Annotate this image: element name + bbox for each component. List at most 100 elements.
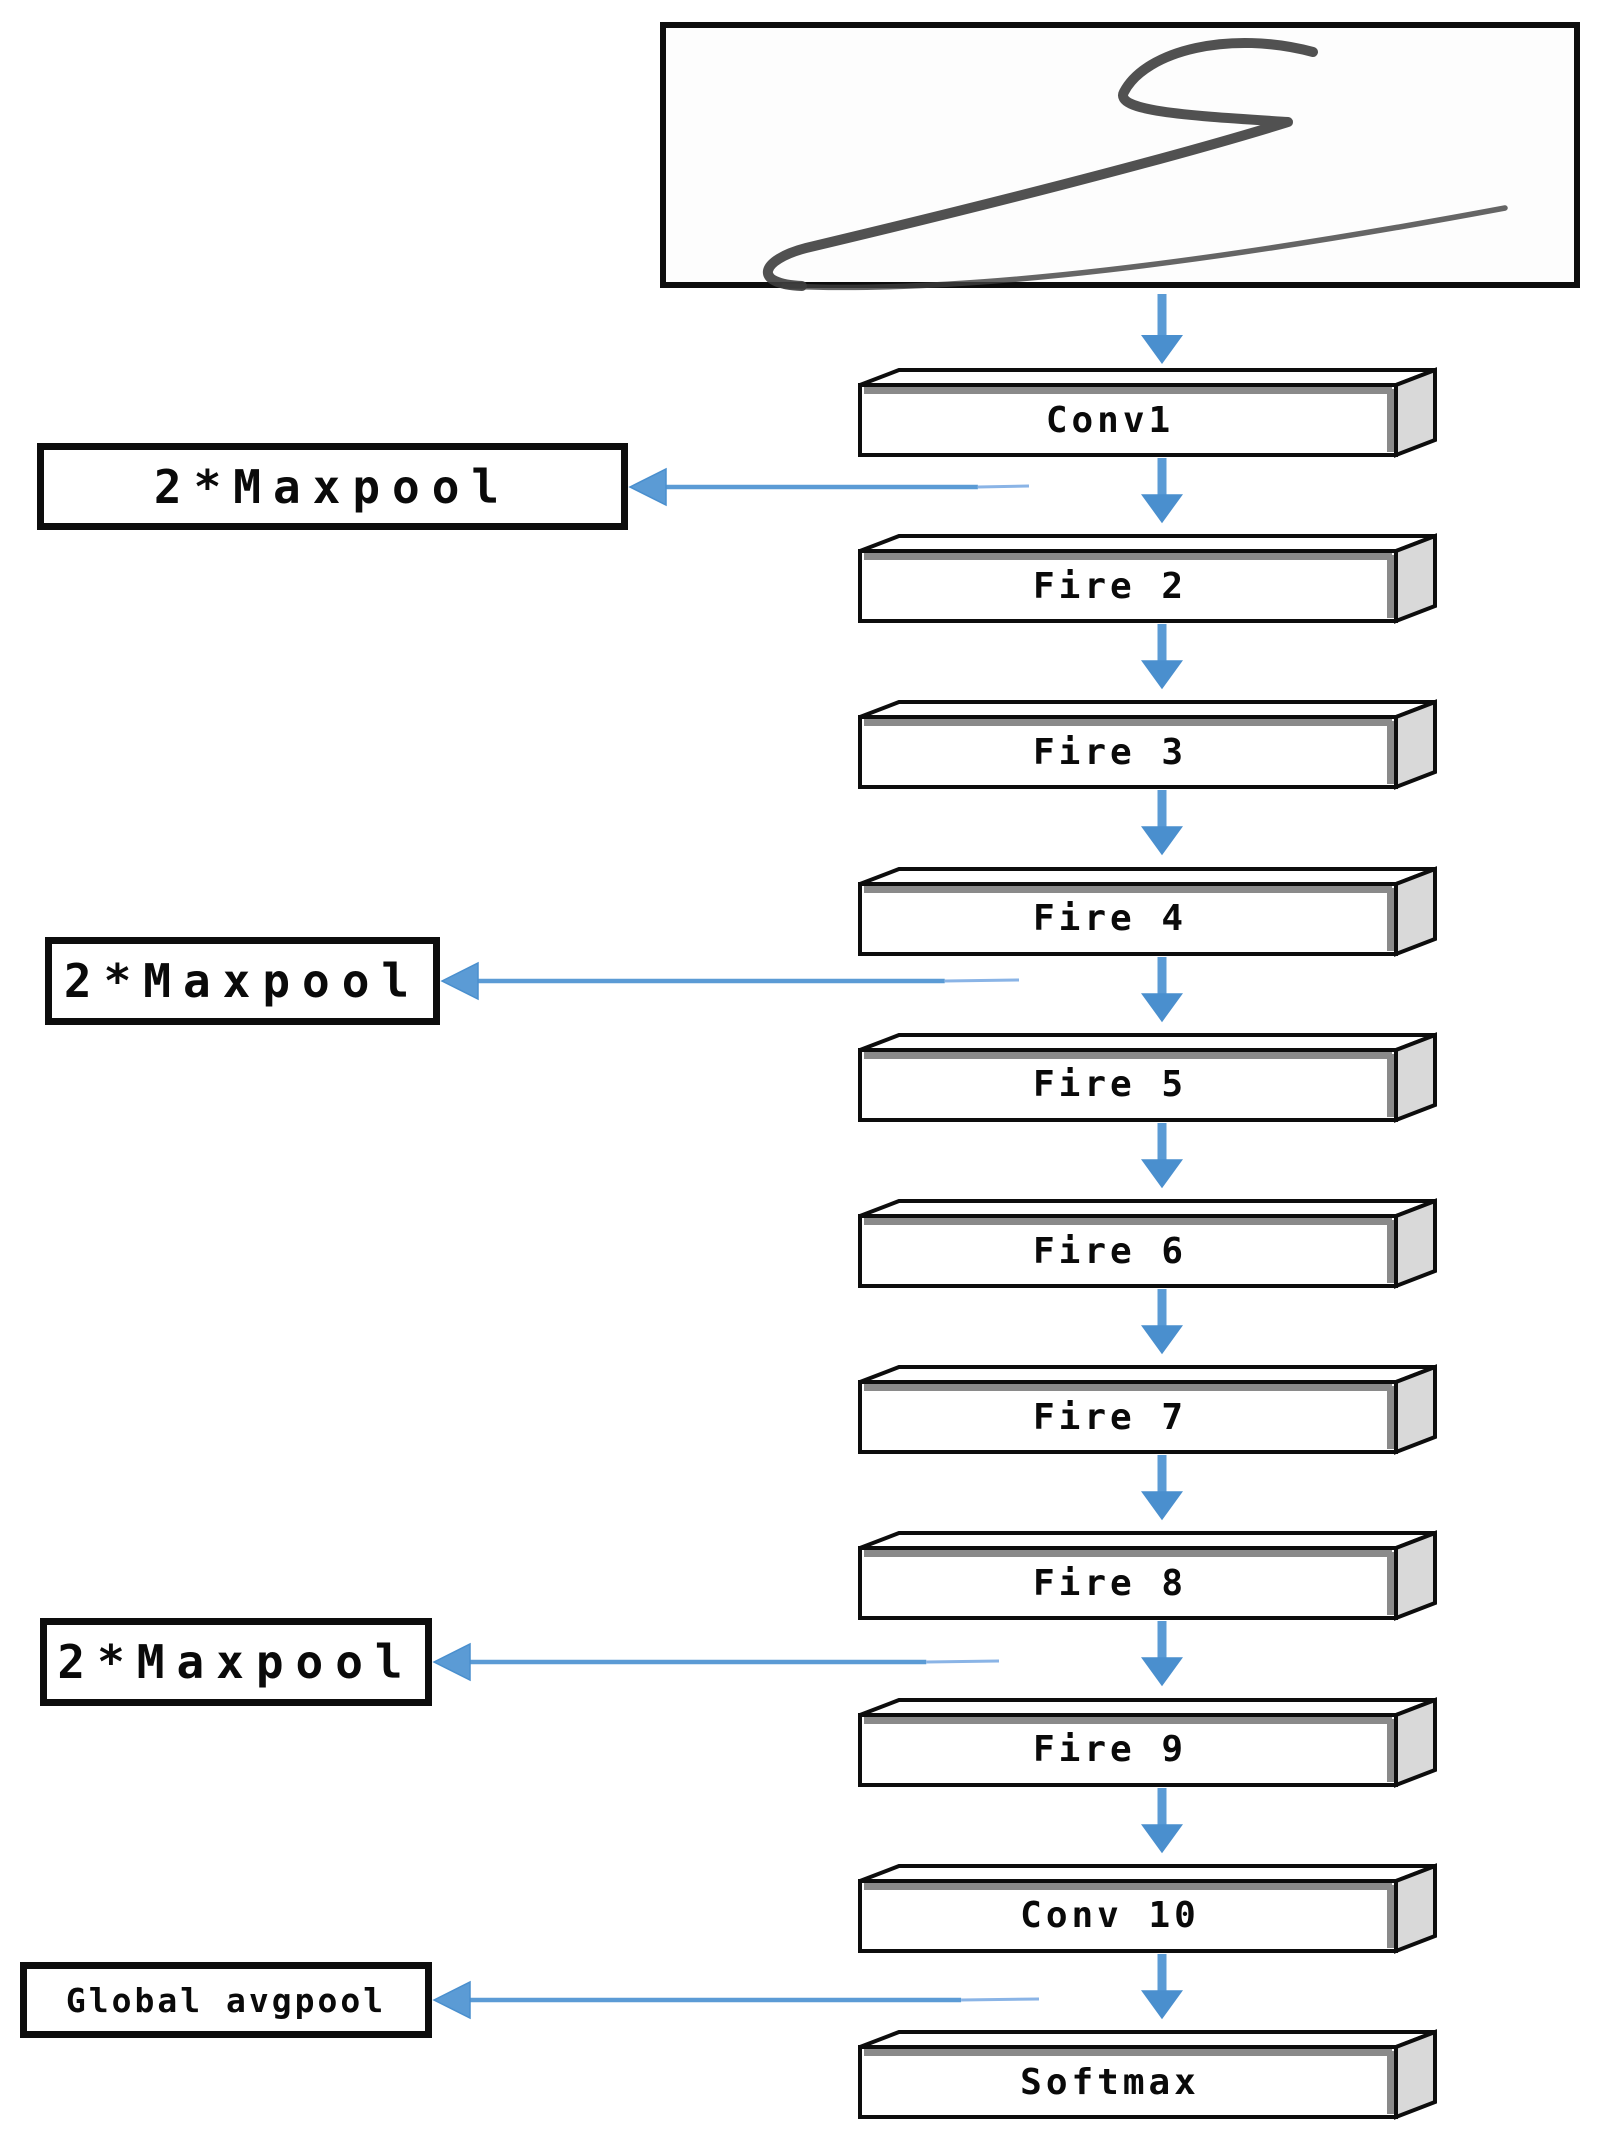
layer-box-front-face (858, 383, 1398, 457)
branch-connector-line-tail (961, 1997, 1040, 2002)
flow-arrow-shaft (1157, 1787, 1167, 1827)
layer-box-right-face (1394, 865, 1437, 957)
layer-label-fire-2: Fire 2 (1032, 565, 1188, 607)
layer-label-fire-5: Fire 5 (1032, 1064, 1188, 1106)
branch-connector-line-tail (944, 978, 1020, 983)
layer-box-right-face (1394, 1198, 1437, 1289)
flow-arrowhead-icon (1141, 335, 1183, 364)
layer-box-front-face (858, 881, 1398, 956)
branch-arrowhead-icon (440, 961, 479, 1001)
side-box-2-maxpool-1: 2*Maxpool (37, 443, 628, 530)
layer-box-top-face (859, 1199, 1436, 1218)
flow-arrow-shaft (1157, 1953, 1167, 1993)
layer-box-top-face (859, 1531, 1436, 1551)
layer-label-conv1: Conv1 (1045, 399, 1175, 441)
layer-label-fire-8: Fire 8 (1032, 1562, 1188, 1604)
side-box-global-avgpool-4: Global avgpool (20, 1962, 432, 2038)
layer-box-fire-4 (858, 865, 1437, 957)
layer-label-conv-10: Conv 10 (1020, 1895, 1200, 1937)
flow-arrow-shaft (1157, 1122, 1167, 1162)
flow-arrowhead-icon (1141, 1325, 1183, 1355)
layer-box-front-face (858, 1047, 1398, 1122)
layer-box-front-face (858, 1878, 1398, 1953)
branch-connector-1 (628, 467, 1030, 506)
layer-box-top-face (859, 1697, 1436, 1717)
flow-arrow-shaft (1157, 790, 1167, 830)
flow-arrowhead-icon (1141, 1823, 1183, 1853)
layer-box-top-face (859, 866, 1436, 886)
layer-box-top-face (859, 1032, 1436, 1052)
layer-box-right-face (1394, 1530, 1437, 1622)
flow-arrowhead-icon (1141, 494, 1183, 524)
flow-arrowhead-icon (1141, 1491, 1183, 1521)
flow-arrowhead-icon (1141, 1989, 1183, 2019)
layer-box-front-face (858, 1214, 1398, 1288)
side-box-label-3: 2*Maxpool (57, 1635, 415, 1689)
flow-arrow-shaft (1157, 956, 1167, 996)
handwriting-sample-image (763, 37, 1508, 291)
layer-box-fire-6 (858, 1198, 1437, 1289)
layer-label-fire-9: Fire 9 (1032, 1729, 1188, 1771)
layer-box-right-face (1394, 367, 1437, 458)
layer-box-front-face (858, 549, 1398, 624)
layer-label-fire-6: Fire 6 (1032, 1230, 1188, 1272)
layer-box-softmax (858, 2029, 1437, 2120)
flow-arrow-1 (1141, 458, 1183, 524)
flow-arrow-5 (1141, 1122, 1183, 1188)
flow-arrow-6 (1141, 1289, 1183, 1355)
side-box-label-4: Global avgpool (65, 1980, 387, 2020)
flow-arrow-shaft (1157, 1621, 1167, 1661)
branch-connector-line-tail (926, 1659, 1000, 1664)
layer-box-front-face (858, 1712, 1398, 1787)
layer-box-fire-7 (858, 1364, 1437, 1456)
layer-box-front-face (858, 715, 1398, 790)
branch-connector-4 (432, 1980, 1040, 2020)
layer-box-front-face (858, 1546, 1398, 1621)
flow-arrowhead-icon (1141, 1158, 1183, 1188)
layer-box-conv-10 (858, 1862, 1437, 1954)
branch-connector-2 (440, 961, 1020, 1001)
flow-arrow-3 (1141, 790, 1183, 856)
layer-box-fire-8 (858, 1530, 1437, 1622)
layer-box-top-face (859, 534, 1436, 554)
side-box-2-maxpool-2: 2*Maxpool (45, 937, 440, 1025)
flow-arrow-shaft (1157, 294, 1167, 338)
branch-arrowhead-icon (432, 1642, 471, 1682)
layer-label-fire-4: Fire 4 (1032, 898, 1188, 940)
layer-box-right-face (1394, 533, 1437, 625)
layer-box-fire-9 (858, 1696, 1437, 1788)
layer-box-fire-3 (858, 699, 1437, 791)
layer-box-front-face (858, 2045, 1398, 2119)
layer-box-right-face (1394, 1031, 1437, 1123)
branch-arrowhead-icon (432, 1980, 471, 2020)
flow-arrow-shaft (1157, 1289, 1167, 1329)
layer-label-softmax: Softmax (1020, 2061, 1200, 2103)
flow-arrowhead-icon (1141, 992, 1183, 1022)
flow-arrow-2 (1141, 624, 1183, 690)
layer-box-fire-5 (858, 1031, 1437, 1123)
layer-box-right-face (1394, 1862, 1437, 1954)
flow-arrow-8 (1141, 1621, 1183, 1687)
side-box-label-2: 2*Maxpool (63, 954, 422, 1008)
flow-arrow-4 (1141, 956, 1183, 1022)
side-box-2-maxpool-3: 2*Maxpool (40, 1618, 432, 1706)
flow-arrow-7 (1141, 1455, 1183, 1521)
layer-box-top-face (859, 368, 1436, 387)
flow-arrow-shaft (1157, 1455, 1167, 1495)
input-image-frame (660, 22, 1580, 291)
flow-arrow-10 (1141, 1953, 1183, 2019)
layer-label-fire-3: Fire 3 (1032, 731, 1188, 773)
flow-arrowhead-icon (1141, 826, 1183, 856)
handwriting-stroke-main (763, 37, 1318, 291)
layer-box-top-face (859, 2030, 1436, 2049)
branch-connector-3 (432, 1642, 1000, 1682)
layer-box-right-face (1394, 1364, 1437, 1456)
layer-box-right-face (1394, 1696, 1437, 1788)
layer-label-fire-7: Fire 7 (1032, 1396, 1188, 1438)
branch-connector-line-tail (977, 484, 1030, 488)
flow-arrow-9 (1141, 1787, 1183, 1853)
layer-box-top-face (859, 700, 1436, 720)
flow-arrowhead-icon (1141, 660, 1183, 690)
layer-box-top-face (859, 1863, 1436, 1883)
